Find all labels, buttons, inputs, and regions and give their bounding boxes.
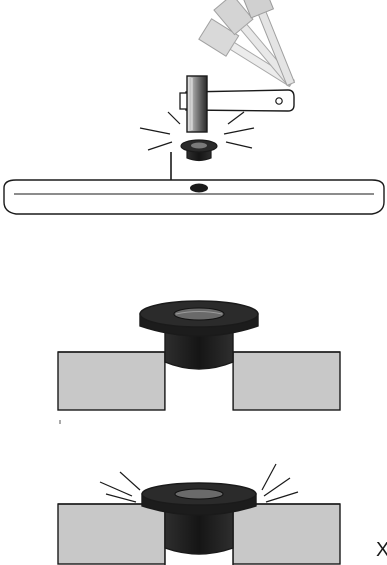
panel-section-right-2 (232, 503, 341, 565)
hammer-handle-hole (275, 97, 283, 105)
panel-hole (190, 183, 208, 193)
impact-lines-bottom (99, 463, 299, 503)
step-hammer-tap (3, 0, 385, 215)
hammer-swing-ghosts (198, 0, 296, 88)
bushing-body (164, 329, 234, 370)
panel-section-left (57, 351, 166, 411)
hammer-handle (185, 89, 295, 112)
edge-mark: X (376, 539, 387, 561)
impact-lines-top (139, 111, 255, 151)
step-bushing-seated-impact (57, 463, 341, 565)
step-bushing-seated (57, 300, 341, 424)
bushing-hole (173, 307, 225, 321)
bushing-body-2 (164, 505, 234, 555)
panel-section-right (232, 351, 341, 411)
bushing-hole-2 (174, 488, 224, 500)
panel (3, 179, 385, 215)
ghost-hammer-3 (238, 0, 296, 87)
panel-section-left-2 (57, 503, 166, 565)
small-bushing (180, 139, 218, 162)
hammer-head (186, 75, 208, 133)
hammer (179, 75, 295, 133)
